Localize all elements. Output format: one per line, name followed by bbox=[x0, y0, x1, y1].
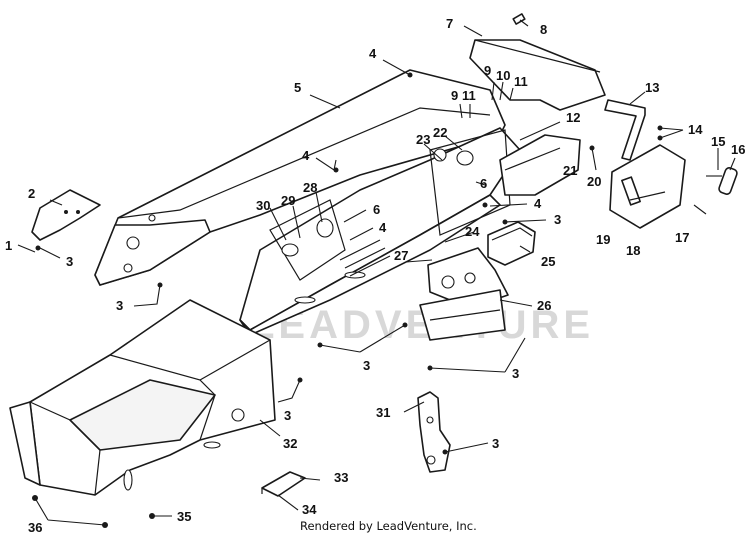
callout-30: 30 bbox=[256, 198, 270, 213]
part-lower-tunnel bbox=[239, 127, 521, 336]
callout-32: 32 bbox=[283, 436, 297, 451]
part-side-guard bbox=[499, 134, 581, 196]
part-bracket-arm bbox=[604, 99, 646, 161]
callout-6: 6 bbox=[480, 176, 487, 191]
callout-19: 19 bbox=[596, 232, 610, 247]
callout-10: 10 bbox=[496, 68, 510, 83]
part-front-bulkhead bbox=[9, 299, 276, 496]
callout-12: 12 bbox=[566, 110, 580, 125]
callout-24: 24 bbox=[465, 224, 480, 239]
callout-22: 22 bbox=[433, 125, 447, 140]
callout-3: 3 bbox=[554, 212, 561, 227]
part-block bbox=[487, 221, 536, 266]
callout-2: 2 bbox=[28, 186, 35, 201]
callout-27: 27 bbox=[394, 248, 408, 263]
callout-6: 6 bbox=[373, 202, 380, 217]
part-handle-grip bbox=[718, 167, 738, 195]
callout-3: 3 bbox=[66, 254, 73, 269]
part-small-plate bbox=[261, 471, 306, 497]
callout-4: 4 bbox=[534, 196, 542, 211]
callout-13: 13 bbox=[645, 80, 659, 95]
callout-29: 29 bbox=[281, 193, 295, 208]
callout-11: 11 bbox=[462, 88, 476, 103]
callout-28: 28 bbox=[303, 180, 317, 195]
callout-36: 36 bbox=[28, 520, 42, 535]
callout-4: 4 bbox=[369, 46, 377, 61]
callout-33: 33 bbox=[334, 470, 348, 485]
part-pin-8 bbox=[512, 13, 526, 25]
callout-25: 25 bbox=[541, 254, 555, 269]
part-small-bracket bbox=[31, 189, 101, 241]
callout-23: 23 bbox=[416, 132, 430, 147]
callout-18: 18 bbox=[626, 243, 640, 258]
callout-3: 3 bbox=[116, 298, 123, 313]
callout-5: 5 bbox=[294, 80, 301, 95]
callout-3: 3 bbox=[363, 358, 370, 373]
footer-credit: Rendered by LeadVenture, Inc. bbox=[300, 519, 477, 533]
callout-8: 8 bbox=[540, 22, 547, 37]
callout-labels: 1 2 3 3 3 3 3 3 3 4 4 4 4 5 6 6 7 8 9 10… bbox=[5, 16, 745, 535]
callout-4: 4 bbox=[379, 220, 387, 235]
part-main-tunnel bbox=[94, 69, 506, 286]
callout-3: 3 bbox=[284, 408, 291, 423]
leader-lines bbox=[17, 19, 736, 526]
callout-34: 34 bbox=[302, 502, 317, 517]
callout-20: 20 bbox=[587, 174, 601, 189]
callout-3: 3 bbox=[512, 366, 519, 381]
callout-21: 21 bbox=[563, 163, 577, 178]
part-bracket-assembly bbox=[419, 247, 509, 341]
callout-4: 4 bbox=[302, 148, 310, 163]
callout-17: 17 bbox=[675, 230, 689, 245]
callout-31: 31 bbox=[376, 405, 390, 420]
callout-35: 35 bbox=[177, 509, 191, 524]
callout-16: 16 bbox=[731, 142, 745, 157]
part-side-plate bbox=[609, 144, 686, 229]
callout-3: 3 bbox=[492, 436, 499, 451]
part-rear-cover bbox=[469, 39, 606, 111]
callout-9: 9 bbox=[451, 88, 458, 103]
callout-26: 26 bbox=[537, 298, 551, 313]
callout-15: 15 bbox=[711, 134, 725, 149]
callout-1: 1 bbox=[5, 238, 12, 253]
part-pin-17 bbox=[693, 204, 707, 215]
part-lower-bracket bbox=[417, 391, 451, 473]
callout-9: 9 bbox=[484, 63, 491, 78]
fastener-dots bbox=[32, 72, 663, 528]
callout-14: 14 bbox=[688, 122, 703, 137]
callout-11: 11 bbox=[514, 74, 528, 89]
callout-7: 7 bbox=[446, 16, 453, 31]
